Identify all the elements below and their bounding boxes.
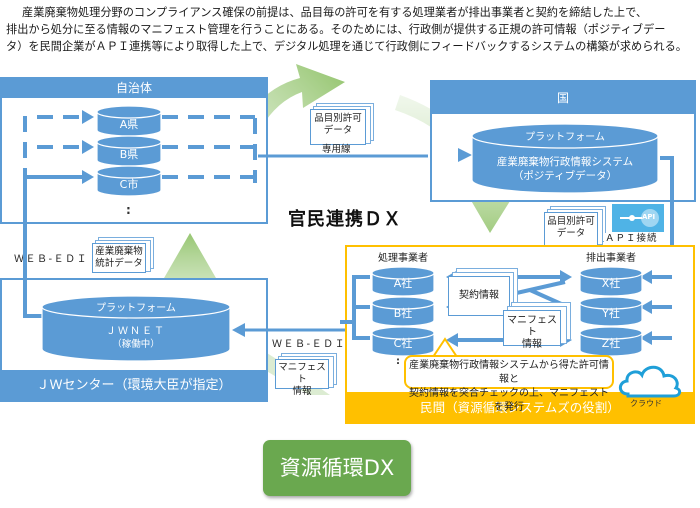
manifest-info-doc: マニフェスト 情報: [503, 310, 561, 350]
manifest-doc-line2: 情報: [292, 386, 312, 397]
dedicated-line-label: 専用線: [322, 144, 351, 155]
arrow-head: [82, 110, 94, 124]
intro-line-2: 排出から処分に至る情報のマニフェスト管理を行うことにある。そのためには、行政側が…: [6, 23, 666, 36]
jwnet-platform-label: プラットフォーム: [96, 303, 176, 314]
emitter-db-stack: [579, 266, 643, 357]
resource-circulation-dx-badge: 資源循環DX: [263, 440, 411, 496]
municipality-db-stack: [96, 105, 162, 197]
web-edi-label-mid: ＷＥＢ-ＥＤＩ: [272, 339, 347, 350]
web-edi-label-left: ＷＥＢ-ＥＤＩ: [14, 254, 89, 265]
flow-arc-top: [215, 64, 345, 200]
arrow-head: [82, 170, 94, 184]
db-ellipsis: :: [126, 203, 131, 217]
processor-a: A社: [393, 277, 413, 290]
center-title: 官民連携ＤＸ: [288, 209, 402, 230]
intro-text: 産業廃棄物処理分野のコンプライアンス確保の前提は、品目毎の許可を有する処理業者が…: [0, 4, 700, 55]
emitters-label: 排出事業者: [586, 253, 636, 264]
callout-line2: 契約情報を突合チェックの上、マニフェストを発行: [409, 388, 609, 413]
web-edi-arrow: [232, 323, 350, 337]
dedicated-line: [258, 154, 428, 158]
db-c-city: C市: [119, 178, 139, 191]
jw-center-footer: ＪＷセンター（環境大臣が指定）: [0, 370, 268, 402]
permit-doc-line1: 品目別許可: [314, 113, 362, 124]
arrow-into-national: [458, 148, 472, 162]
api-icon: API: [612, 204, 664, 232]
emitter-x: X社: [601, 277, 621, 290]
processors-label: 処理事業者: [378, 253, 428, 264]
intro-line-3: タ）を民間企業がＡＰＩ連携等により取得した上で、デジタル処理を通じて行政側にフィ…: [6, 40, 687, 53]
permit-doc-line2: データ: [323, 125, 353, 136]
processor-c: C社: [393, 337, 413, 350]
jwnet-system-sub: （稼働中）: [112, 339, 160, 350]
cloud-icon: [618, 365, 682, 398]
callout-note: 産業廃棄物行政情報システムから得た許可情報と 契約情報を突合チェックの上、マニフ…: [404, 355, 614, 413]
permit-data-doc-top: 品目別許可 データ: [310, 109, 366, 145]
municipality-connectors: [23, 110, 257, 228]
api-icon-text: API: [642, 213, 656, 221]
national-system-sub: （ポジティブデータ）: [512, 170, 618, 182]
stats-doc-line1: 産業廃棄物: [95, 246, 143, 257]
manifest-doc-line1: マニフェスト: [507, 315, 557, 338]
national-platform-cylinder: [471, 123, 659, 194]
intro-line-1: 産業廃棄物処理分野のコンプライアンス確保の前提は、品目毎の許可を有する処理業者が…: [22, 6, 648, 19]
cloud-label: クラウド: [630, 399, 662, 408]
api-connection-label: ＡＰＩ接続: [604, 233, 659, 245]
national-platform-label: プラットフォーム: [525, 132, 605, 143]
permit-doc-line1: 品目別許可: [547, 216, 595, 227]
jw-to-city-line: [23, 220, 45, 318]
national-header: 国: [430, 80, 696, 116]
emitter-z: Z社: [601, 337, 621, 350]
contract-info-doc: 契約情報: [448, 276, 510, 316]
processor-ellipsis: :: [396, 356, 400, 367]
callout-line1: 産業廃棄物行政情報システムから得た許可情報と: [409, 360, 609, 385]
national-system-name: 産業廃棄物行政情報システム: [496, 156, 634, 168]
db-b-prefecture: B県: [119, 148, 139, 161]
permit-data-doc-right: 品目別許可 データ: [544, 212, 598, 246]
db-a-prefecture: A県: [119, 118, 139, 131]
permit-doc-line2: データ: [556, 228, 586, 239]
stats-doc-line2: 統計データ: [95, 258, 143, 269]
emitter-y: Y社: [602, 307, 620, 320]
processor-db-stack: [371, 266, 435, 357]
processor-b: B社: [393, 307, 413, 320]
jwnet-system-name: ＪＷＮＥＴ: [106, 326, 166, 337]
arrow-head: [82, 140, 94, 154]
statistics-data-doc: 産業廃棄物 統計データ: [92, 243, 146, 273]
manifest-doc-mid: マニフェスト 情報: [275, 359, 329, 397]
jwnet-cylinder: [41, 295, 231, 362]
manifest-doc-line2: 情報: [522, 339, 542, 350]
manifest-doc-line1: マニフェスト: [278, 362, 326, 385]
municipality-header: 自治体: [0, 77, 268, 99]
